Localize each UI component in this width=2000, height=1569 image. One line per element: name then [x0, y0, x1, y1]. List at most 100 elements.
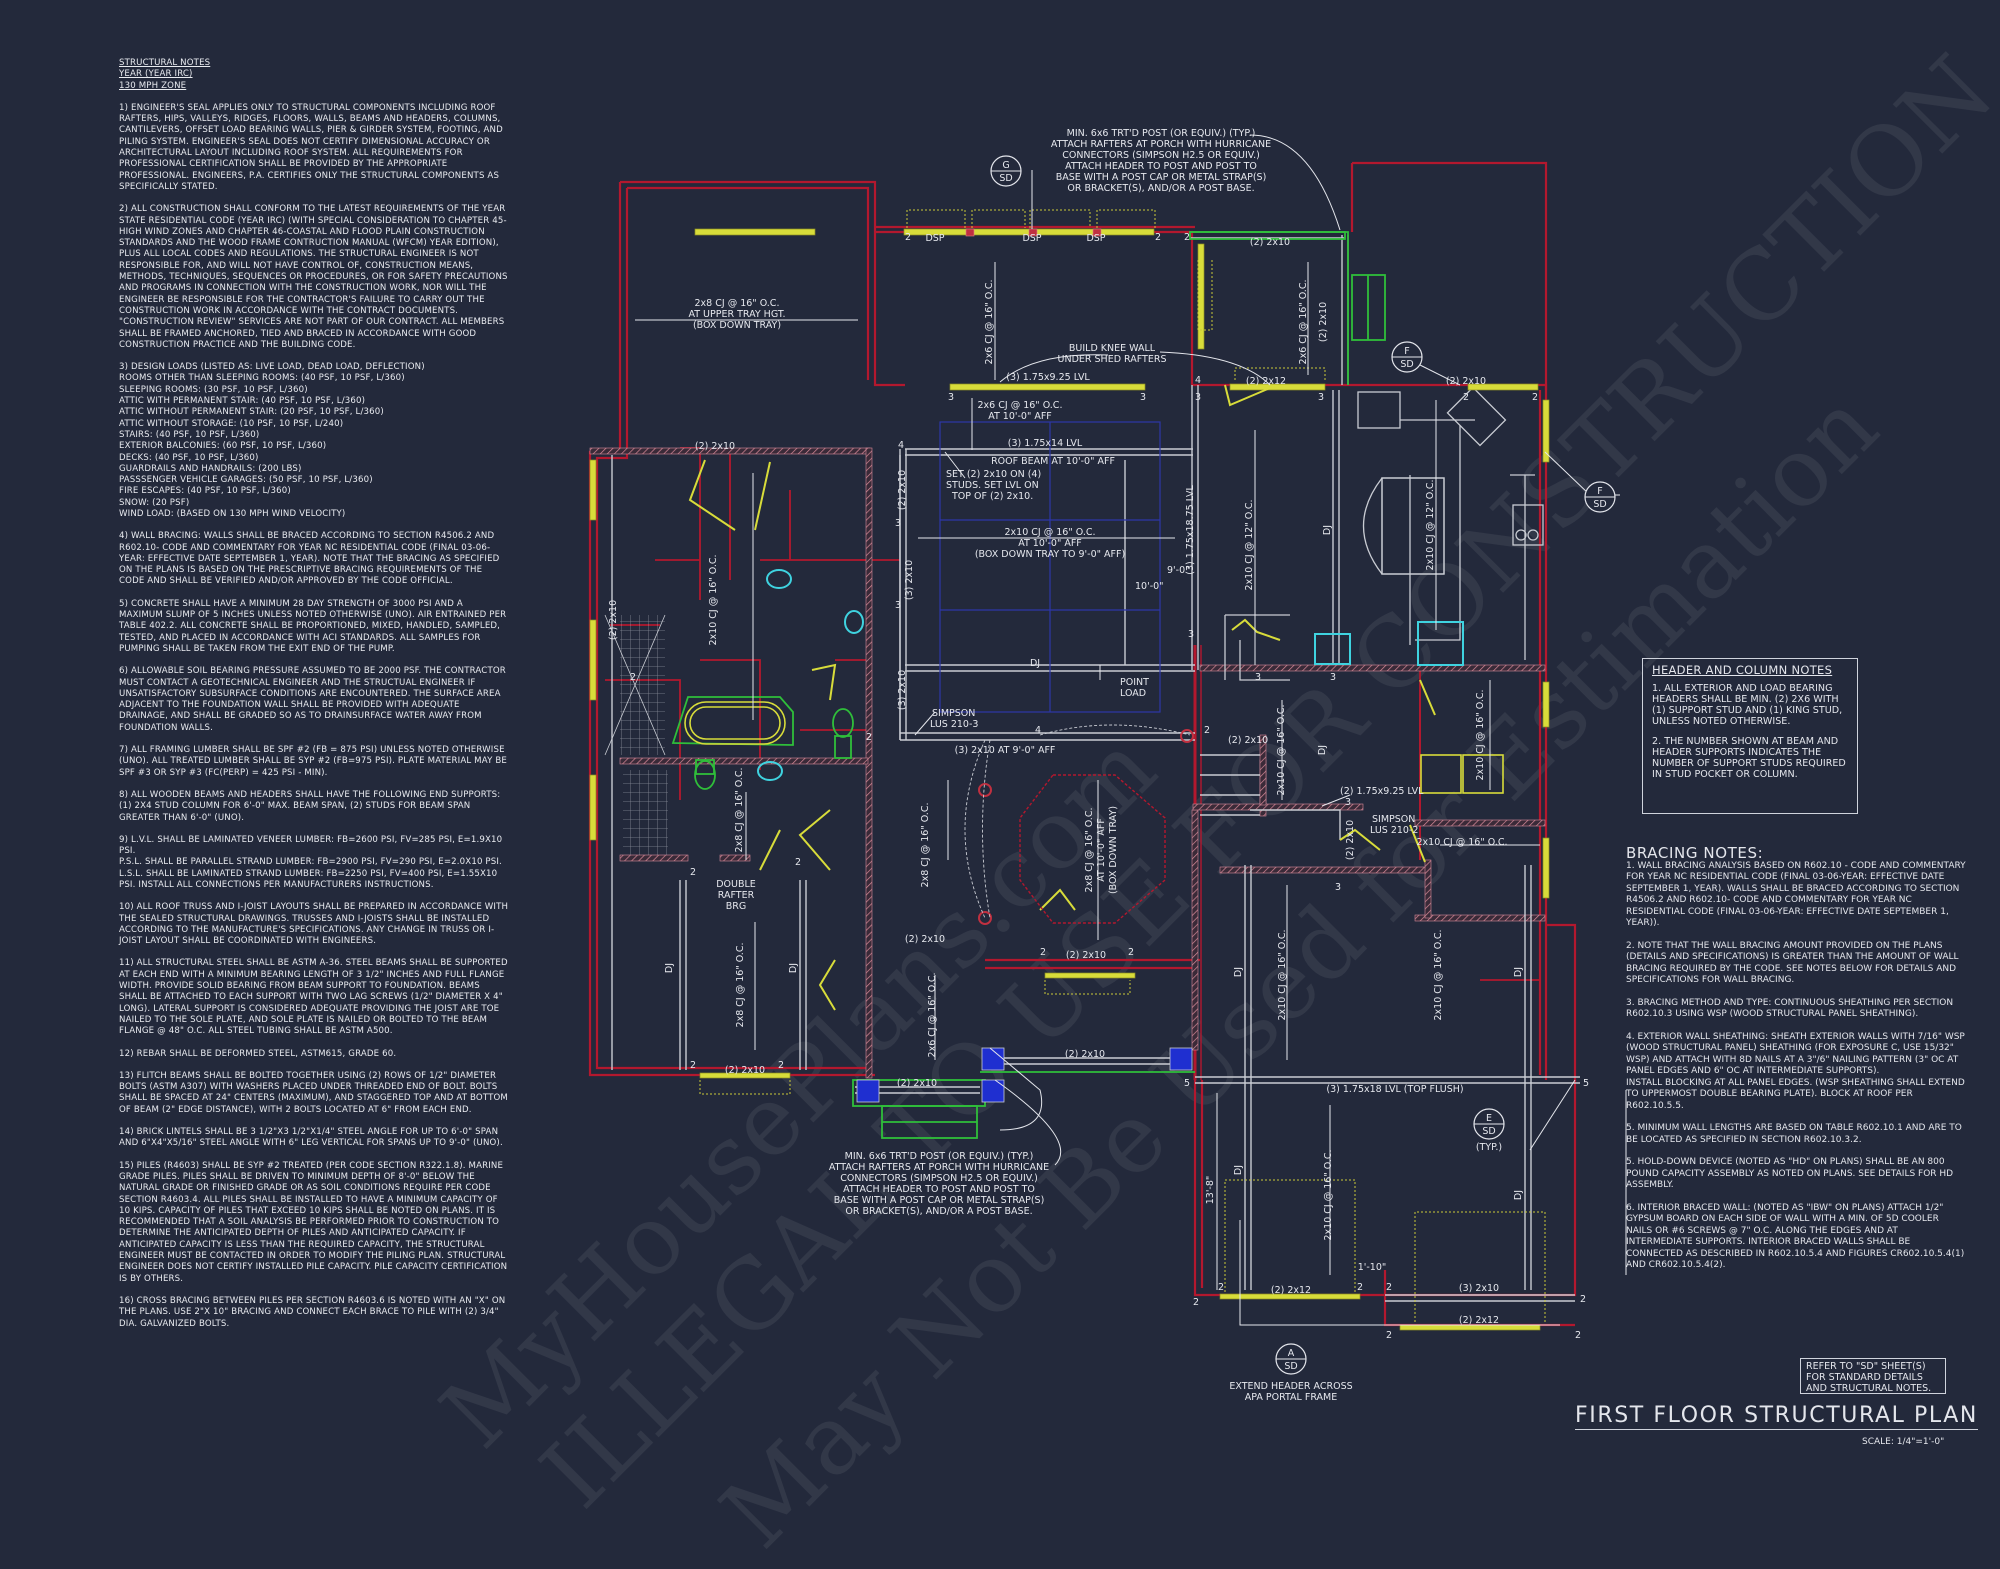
dsp-markers: [965, 228, 1102, 237]
svg-text:TOP OF (2) 2x10.: TOP OF (2) 2x10.: [951, 491, 1033, 502]
svg-text:(2) 2x10: (2) 2x10: [1250, 237, 1290, 248]
svg-text:POINT: POINT: [1120, 677, 1149, 688]
bracing-note-5b: 5. HOLD-DOWN DEVICE (NOTED AS "HD" ON PL…: [1626, 1157, 1954, 1190]
detail-tag-f-1[interactable]: F SD: [1391, 341, 1423, 373]
svg-text:2x10 CJ @ 16" O.C.: 2x10 CJ @ 16" O.C.: [1276, 705, 1287, 796]
svg-text:2: 2: [795, 857, 801, 868]
svg-text:9'-0": 9'-0": [1167, 565, 1190, 576]
svg-text:5: 5: [1583, 1078, 1589, 1089]
svg-text:(2) 2x10: (2) 2x10: [695, 441, 735, 452]
svg-text:LOAD: LOAD: [1120, 688, 1146, 699]
svg-text:2x6 CJ @ 16" O.C.: 2x6 CJ @ 16" O.C.: [927, 973, 938, 1058]
detail-tag-g[interactable]: G SD: [990, 155, 1022, 187]
svg-text:2x10 CJ @ 16" O.C.: 2x10 CJ @ 16" O.C.: [1277, 930, 1288, 1021]
svg-text:3: 3: [895, 600, 901, 611]
svg-text:10'-0": 10'-0": [1135, 581, 1164, 592]
svg-text:2: 2: [1463, 392, 1469, 403]
dotted-headers: [699, 209, 1546, 1322]
leader-lines: [914, 134, 1620, 1326]
svg-text:3: 3: [1330, 672, 1336, 683]
detail-tag-e[interactable]: E SD (TYP.): [1473, 1108, 1505, 1153]
svg-text:2x6 CJ @ 16" O.C.: 2x6 CJ @ 16" O.C.: [1298, 280, 1309, 365]
svg-text:2: 2: [690, 1060, 696, 1071]
shower-tile-grid: [620, 615, 665, 755]
note-5: 5) CONCRETE SHALL HAVE A MINIMUM 28 DAY …: [119, 598, 507, 654]
door-swings: [688, 384, 1436, 1011]
svg-text:2x8 CJ @ 16" O.C.: 2x8 CJ @ 16" O.C.: [735, 943, 746, 1028]
detail-tag-f-2[interactable]: F SD: [1584, 481, 1616, 513]
svg-text:DJ: DJ: [1233, 1165, 1244, 1175]
hatched-walls: [589, 447, 1546, 1079]
svg-text:DJ: DJ: [1233, 967, 1244, 977]
svg-text:(2) 2x10: (2) 2x10: [1066, 950, 1106, 961]
bracing-note-1: 1. WALL BRACING ANALYSIS BASED ON R602.1…: [1626, 860, 1966, 929]
svg-text:CONNECTORS (SIMPSON H2.5 OR EQ: CONNECTORS (SIMPSON H2.5 OR EQUIV.): [840, 1173, 1038, 1184]
note-13: 13) FLITCH BEAMS SHALL BE BOLTED TOGETHE…: [119, 1070, 508, 1115]
note-15: 15) PILES (R4603) SHALL BE SYP #2 TREATE…: [119, 1160, 508, 1284]
svg-text:2: 2: [1128, 947, 1134, 958]
svg-text:AT UPPER TRAY HGT.: AT UPPER TRAY HGT.: [688, 309, 785, 320]
bracing-note-6: 6. INTERIOR BRACED WALL: (NOTED AS "IBW"…: [1626, 1202, 1965, 1271]
svg-text:DJ: DJ: [1513, 967, 1524, 977]
laundry-appliances: [1420, 754, 1504, 794]
svg-text:UNDER SHED RAFTERS: UNDER SHED RAFTERS: [1058, 354, 1167, 365]
svg-text:SD: SD: [1593, 499, 1606, 510]
svg-text:BASE WITH A POST CAP OR METAL: BASE WITH A POST CAP OR METAL STRAP(S): [834, 1195, 1045, 1206]
svg-text:DSP: DSP: [925, 233, 944, 244]
svg-text:(3) 2x10: (3) 2x10: [904, 560, 915, 600]
svg-text:2x10 CJ @ 12" O.C.: 2x10 CJ @ 12" O.C.: [1244, 500, 1255, 591]
svg-text:LUS 210-3: LUS 210-3: [930, 719, 978, 730]
stud-counts: 2 2 2 3 3 3 3 2 2 4 4 3 3 3 3 3 4 2 2 2 …: [630, 232, 1589, 1341]
svg-text:2x10 CJ @ 16" O.C.: 2x10 CJ @ 16" O.C.: [1323, 1150, 1334, 1241]
bracing-note-5: 5. MINIMUM WALL LENGTHS ARE BASED ON TAB…: [1626, 1123, 1962, 1145]
svg-text:(2) 2x10: (2) 2x10: [1318, 302, 1329, 342]
svg-text:ROOF BEAM AT 10'-0" AFF: ROOF BEAM AT 10'-0" AFF: [991, 456, 1115, 467]
refer-to-sd-note: REFER TO "SD" SHEET(S) FOR STANDARD DETA…: [1800, 1358, 1946, 1394]
svg-text:2: 2: [1204, 725, 1210, 736]
svg-text:RAFTER: RAFTER: [718, 890, 755, 901]
svg-text:2: 2: [1357, 1282, 1363, 1293]
svg-text:(3) 2x10 AT 9'-0" AFF: (3) 2x10 AT 9'-0" AFF: [955, 745, 1056, 756]
notes-title: STRUCTURAL NOTES: [119, 58, 211, 68]
svg-text:DJ: DJ: [664, 963, 675, 973]
svg-text:DJ: DJ: [1513, 1190, 1524, 1200]
svg-text:13'-8": 13'-8": [1205, 1176, 1216, 1205]
svg-text:4: 4: [1195, 375, 1201, 386]
svg-text:AT 10'-0" AFF: AT 10'-0" AFF: [1018, 538, 1082, 549]
svg-text:3: 3: [1188, 629, 1194, 640]
detail-tag-a[interactable]: A SD: [1275, 1343, 1307, 1375]
svg-text:(2) 2x12: (2) 2x12: [1459, 1315, 1499, 1326]
bracing-note-3: 3. BRACING METHOD AND TYPE: CONTINUOUS S…: [1626, 997, 1954, 1020]
svg-text:SD: SD: [1400, 359, 1413, 370]
svg-text:CONNECTORS (SIMPSON H2.5 OR EQ: CONNECTORS (SIMPSON H2.5 OR EQUIV.): [1062, 150, 1260, 161]
note-6: 6) ALLOWABLE SOIL BEARING PRESSURE ASSUM…: [119, 666, 506, 733]
note-11: 11) ALL STRUCTURAL STEEL SHALL BE ASTM A…: [119, 958, 508, 1037]
svg-text:(2) 1.75x9.25 LVL: (2) 1.75x9.25 LVL: [1340, 786, 1424, 797]
structural-notes-header: STRUCTURAL NOTES YEAR (YEAR IRC) 130 mph…: [119, 58, 509, 92]
svg-text:(3) 2x10: (3) 2x10: [897, 670, 908, 710]
note-4: 4) WALL BRACING: WALLS SHALL BE BRACED A…: [119, 531, 500, 587]
note-12: 12) REBAR SHALL BE DEFORMED STEEL, ASTM6…: [119, 1048, 397, 1059]
svg-text:SIMPSON: SIMPSON: [932, 708, 975, 719]
svg-text:2x10 CJ @ 16" O.C.: 2x10 CJ @ 16" O.C.: [1433, 930, 1444, 1021]
note-1: 1) ENGINEER'S SEAL APPLIES ONLY TO STRUC…: [119, 102, 503, 192]
header-column-notes: HEADER AND COLUMN NOTES 1. ALL EXTERIOR …: [1642, 658, 1858, 814]
svg-text:MIN. 6x6 TRT'D POST (OR EQUIV.: MIN. 6x6 TRT'D POST (OR EQUIV.) (TYP.): [1067, 128, 1256, 139]
svg-text:ATTACH RAFTERS AT PORCH WITH H: ATTACH RAFTERS AT PORCH WITH HURRICANE: [1051, 139, 1271, 150]
svg-text:2x10 CJ @ 16" O.C.: 2x10 CJ @ 16" O.C.: [1475, 690, 1486, 781]
svg-text:(BOX DOWN TRAY): (BOX DOWN TRAY): [1108, 806, 1119, 894]
svg-text:2x10 CJ @ 16" O.C.: 2x10 CJ @ 16" O.C.: [708, 555, 719, 646]
svg-text:SD: SD: [1284, 1361, 1297, 1372]
shower-tile-grid-2: [623, 770, 668, 855]
svg-text:APA PORTAL FRAME: APA PORTAL FRAME: [1245, 1392, 1338, 1403]
header-note-1: 1. ALL EXTERIOR AND LOAD BEARING HEADERS…: [1652, 683, 1843, 727]
note-2: 2) ALL CONSTRUCTION SHALL CONFORM TO THE…: [119, 204, 508, 350]
note-9: 9) L.V.L. SHALL BE LAMINATED VENEER LUMB…: [119, 834, 503, 890]
svg-text:(2) 2x10: (2) 2x10: [1065, 1049, 1105, 1060]
svg-text:4: 4: [898, 440, 904, 451]
bathtub: [684, 701, 786, 745]
svg-text:F: F: [1597, 486, 1602, 497]
floor-plan-drawing: G SD F SD F SD E SD (TYP.) A SD MIN. 6x6…: [588, 128, 1627, 1403]
svg-text:2: 2: [630, 672, 636, 683]
svg-text:(3) 1.75x18.75 LVL: (3) 1.75x18.75 LVL: [1185, 485, 1196, 575]
